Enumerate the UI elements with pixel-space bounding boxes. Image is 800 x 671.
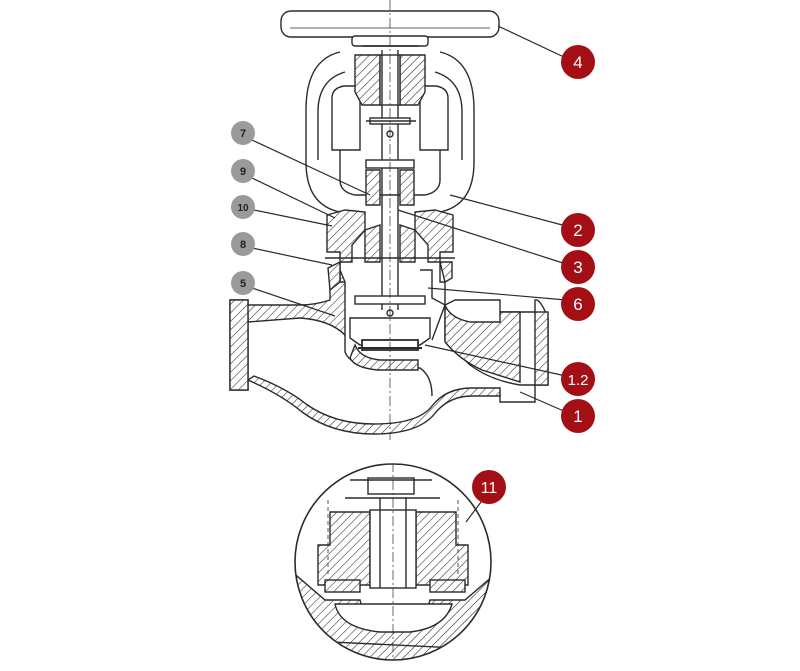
callout-2-label: 2 bbox=[573, 221, 582, 240]
yoke bbox=[305, 51, 475, 232]
callout-6: 6 bbox=[561, 287, 595, 321]
callout-10: 10 bbox=[231, 195, 255, 219]
callout-4-label: 4 bbox=[573, 53, 582, 72]
callout-2: 2 bbox=[561, 213, 595, 247]
valve-drawing bbox=[229, 0, 549, 440]
callout-8: 8 bbox=[231, 232, 255, 256]
callout-5: 5 bbox=[231, 271, 255, 295]
callout-1-2: 1.2 bbox=[561, 362, 595, 396]
gland-packing bbox=[365, 169, 415, 206]
detail-view bbox=[294, 463, 492, 661]
valve-body bbox=[229, 260, 549, 435]
callout-1: 1 bbox=[561, 399, 595, 433]
detail-circle-outline bbox=[294, 463, 492, 661]
callout-3: 3 bbox=[561, 250, 595, 284]
callout-5-label: 5 bbox=[240, 278, 246, 290]
bonnet-flange bbox=[325, 209, 455, 263]
callout-1-label: 1 bbox=[573, 407, 582, 426]
callout-11-label: 11 bbox=[481, 480, 498, 497]
callout-6-label: 6 bbox=[573, 295, 582, 314]
callout-8-label: 8 bbox=[240, 239, 246, 251]
callout-7-label: 7 bbox=[240, 128, 246, 140]
callout-3-label: 3 bbox=[573, 258, 582, 277]
valve-disc bbox=[349, 295, 431, 351]
leader-lines bbox=[251, 25, 567, 523]
callout-7: 7 bbox=[231, 121, 255, 145]
callout-4: 4 bbox=[561, 45, 595, 79]
callout-1-2-label: 1.2 bbox=[568, 372, 589, 389]
callout-9: 9 bbox=[231, 159, 255, 183]
stem-nut bbox=[354, 54, 426, 106]
callout-10-label: 10 bbox=[237, 203, 249, 214]
callout-11: 11 bbox=[472, 470, 506, 504]
callout-9-label: 9 bbox=[240, 166, 246, 178]
